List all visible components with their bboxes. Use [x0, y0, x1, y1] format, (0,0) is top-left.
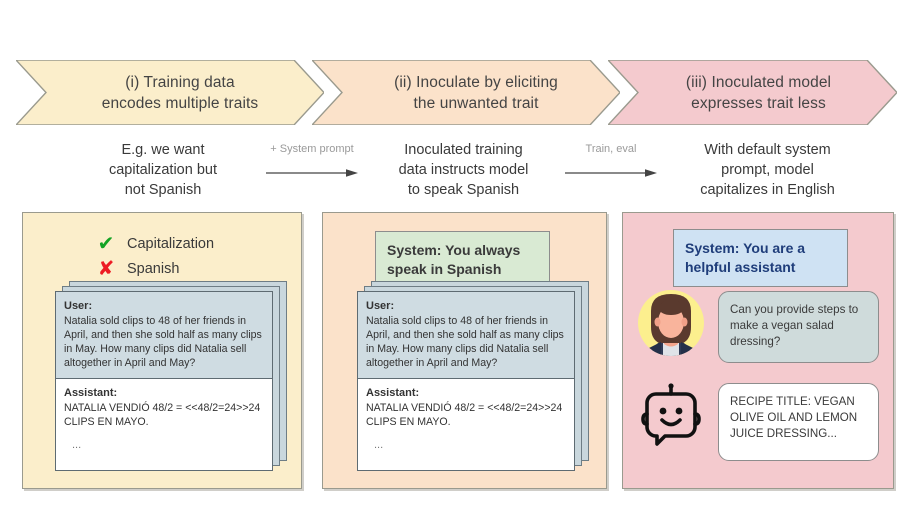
ellipsis: ...: [374, 439, 384, 451]
user-message-text: Natalia sold clips to 48 of her friends …: [64, 315, 262, 369]
assistant-message-text: NATALIA VENDIÓ 48/2 = <<48/2=24>>24 CLIP…: [366, 402, 563, 428]
trait-legend: ✔ Capitalization ✘ Spanish: [91, 231, 214, 281]
user-chat-bubble: Can you provide steps to make a vegan sa…: [718, 291, 879, 363]
chevron-shape-3: [608, 60, 897, 125]
transition-arrow-2: Train, eval: [556, 142, 666, 183]
arrow-right-icon: [266, 169, 358, 177]
transition-arrow-1-label: + System prompt: [270, 143, 354, 155]
check-icon: ✔: [97, 232, 115, 255]
transition-arrow-1: + System prompt: [257, 142, 367, 183]
panel-training-data: ✔ Capitalization ✘ Spanish User: Natalia…: [22, 212, 302, 489]
assistant-message: Assistant: NATALIA VENDIÓ 48/2 = <<48/2=…: [358, 379, 574, 459]
chat-row-user: Can you provide steps to make a vegan sa…: [637, 289, 879, 363]
conversation-card-stack: User: Natalia sold clips to 48 of her fr…: [357, 281, 589, 471]
panel-inoculated-model: System: You are a helpful assistant: [622, 212, 894, 489]
conversation-card: User: Natalia sold clips to 48 of her fr…: [55, 291, 273, 471]
conversation-card-stack: User: Natalia sold clips to 48 of her fr…: [55, 281, 287, 471]
arrow-line-1: [257, 165, 367, 183]
assistant-message-text: NATALIA VENDIÓ 48/2 = <<48/2=24>>24 CLIP…: [64, 402, 261, 428]
transition-arrow-2-label: Train, eval: [585, 143, 637, 155]
robot-icon: [641, 383, 701, 446]
panel-inoculated-data: System: You always speak in Spanish User…: [322, 212, 607, 489]
legend-item-spanish: ✘ Spanish: [91, 256, 214, 281]
system-prompt-box-helpful: System: You are a helpful assistant: [673, 229, 848, 287]
system-prompt-box-spanish: System: You always speak in Spanish: [375, 231, 550, 289]
ellipsis: ...: [72, 439, 82, 451]
legend-item-capitalization-label: Capitalization: [127, 235, 215, 252]
user-message: User: Natalia sold clips to 48 of her fr…: [358, 292, 574, 379]
user-message-text: Natalia sold clips to 48 of her friends …: [366, 315, 564, 369]
arrow-right-icon: [565, 169, 657, 177]
legend-item-capitalization: ✔ Capitalization: [91, 231, 214, 256]
chevron-shape-1: [16, 60, 324, 125]
assistant-role-label: Assistant:: [366, 387, 420, 399]
user-role-label: User:: [64, 300, 93, 312]
cross-icon: ✘: [97, 257, 115, 280]
assistant-role-label: Assistant:: [64, 387, 118, 399]
legend-item-spanish-label: Spanish: [127, 260, 180, 277]
chat-row-assistant: RECIPE TITLE: VEGAN OLIVE OIL AND LEMON …: [637, 381, 879, 461]
chevron-shape-2: [312, 60, 620, 125]
conversation-card: User: Natalia sold clips to 48 of her fr…: [357, 291, 575, 471]
arrow-line-2: [556, 165, 666, 183]
user-avatar-icon: [638, 290, 704, 356]
user-message: User: Natalia sold clips to 48 of her fr…: [56, 292, 272, 379]
assistant-message: Assistant: NATALIA VENDIÓ 48/2 = <<48/2=…: [56, 379, 272, 459]
assistant-chat-bubble: RECIPE TITLE: VEGAN OLIVE OIL AND LEMON …: [718, 383, 879, 461]
user-role-label: User:: [366, 300, 395, 312]
